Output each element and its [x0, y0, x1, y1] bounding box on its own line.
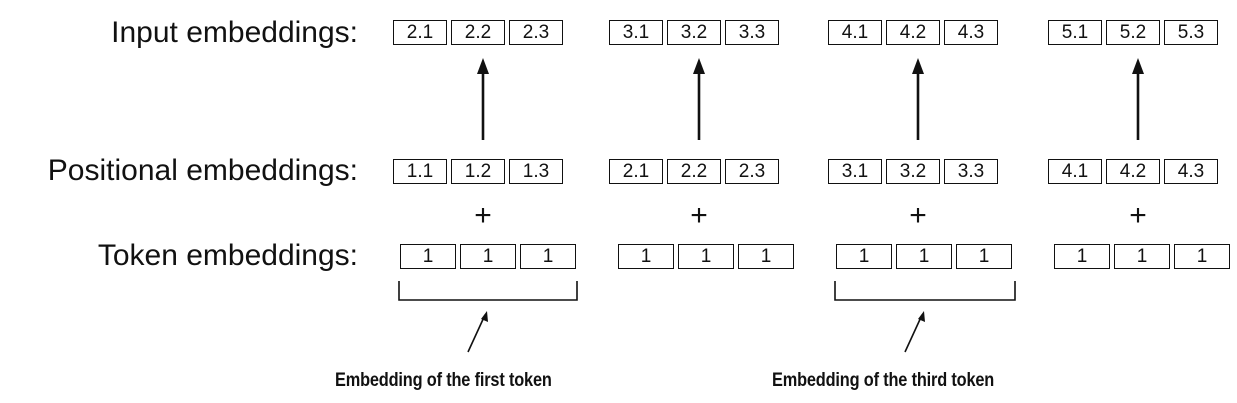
input-embedding-cell: 3.1	[609, 20, 663, 45]
token-embedding-cell: 1	[956, 244, 1012, 269]
positional-embedding-cell: 4.2	[1106, 159, 1160, 184]
positional-embedding-cell: 3.2	[886, 159, 940, 184]
input-embedding-cell: 2.1	[393, 20, 447, 45]
token-embedding-cell: 1	[400, 244, 456, 269]
plus-sign: +	[1129, 199, 1147, 232]
positional-embedding-cell: 1.2	[451, 159, 505, 184]
positional-embedding-cell: 1.1	[393, 159, 447, 184]
token-embedding-cell: 1	[738, 244, 794, 269]
sum-arrowhead	[693, 58, 705, 74]
input-embeddings-label: Input embeddings:	[111, 16, 358, 49]
positional-embedding-cell: 3.1	[828, 159, 882, 184]
token-embedding-cell: 1	[1114, 244, 1170, 269]
plus-sign: +	[909, 199, 927, 232]
positional-embedding-cell: 2.1	[609, 159, 663, 184]
positional-embedding-cell: 2.2	[667, 159, 721, 184]
input-embedding-cell: 4.3	[944, 20, 998, 45]
sum-arrowhead	[912, 58, 924, 74]
token-embedding-cell: 1	[678, 244, 734, 269]
token-embedding-cell: 1	[896, 244, 952, 269]
token-embedding-cell: 1	[1054, 244, 1110, 269]
positional-embedding-cell: 3.3	[944, 159, 998, 184]
token-embedding-cell: 1	[836, 244, 892, 269]
plus-sign: +	[690, 199, 708, 232]
input-embedding-cell: 5.1	[1048, 20, 1102, 45]
first-caption-pointer-arrowhead	[481, 311, 488, 322]
third-caption-pointer-arrow	[904, 314, 923, 353]
token-embedding-cell: 1	[1174, 244, 1230, 269]
first-token-bracket	[398, 281, 578, 301]
input-embedding-cell: 4.1	[828, 20, 882, 45]
input-embedding-cell: 3.3	[725, 20, 779, 45]
first-token-caption: Embedding of the first token	[335, 370, 552, 391]
token-embeddings-label: Token embeddings:	[97, 239, 358, 272]
third-token-bracket	[834, 281, 1016, 301]
positional-embedding-cell: 4.3	[1164, 159, 1218, 184]
input-embedding-cell: 2.2	[451, 20, 505, 45]
third-caption-pointer-arrowhead	[918, 311, 925, 322]
positional-embedding-cell: 1.3	[509, 159, 563, 184]
sum-arrowhead	[477, 58, 489, 74]
input-embedding-cell: 5.2	[1106, 20, 1160, 45]
positional-embeddings-label: Positional embeddings:	[47, 154, 358, 187]
plus-sign: +	[474, 199, 492, 232]
input-embedding-cell: 5.3	[1164, 20, 1218, 45]
positional-embedding-cell: 4.1	[1048, 159, 1102, 184]
input-embedding-cell: 4.2	[886, 20, 940, 45]
third-token-caption: Embedding of the third token	[772, 370, 995, 391]
token-embedding-cell: 1	[520, 244, 576, 269]
token-embedding-cell: 1	[618, 244, 674, 269]
token-embedding-cell: 1	[460, 244, 516, 269]
sum-arrowhead	[1132, 58, 1144, 74]
input-embedding-cell: 3.2	[667, 20, 721, 45]
input-embedding-cell: 2.3	[509, 20, 563, 45]
positional-embedding-cell: 2.3	[725, 159, 779, 184]
first-caption-pointer-arrow	[467, 314, 486, 353]
